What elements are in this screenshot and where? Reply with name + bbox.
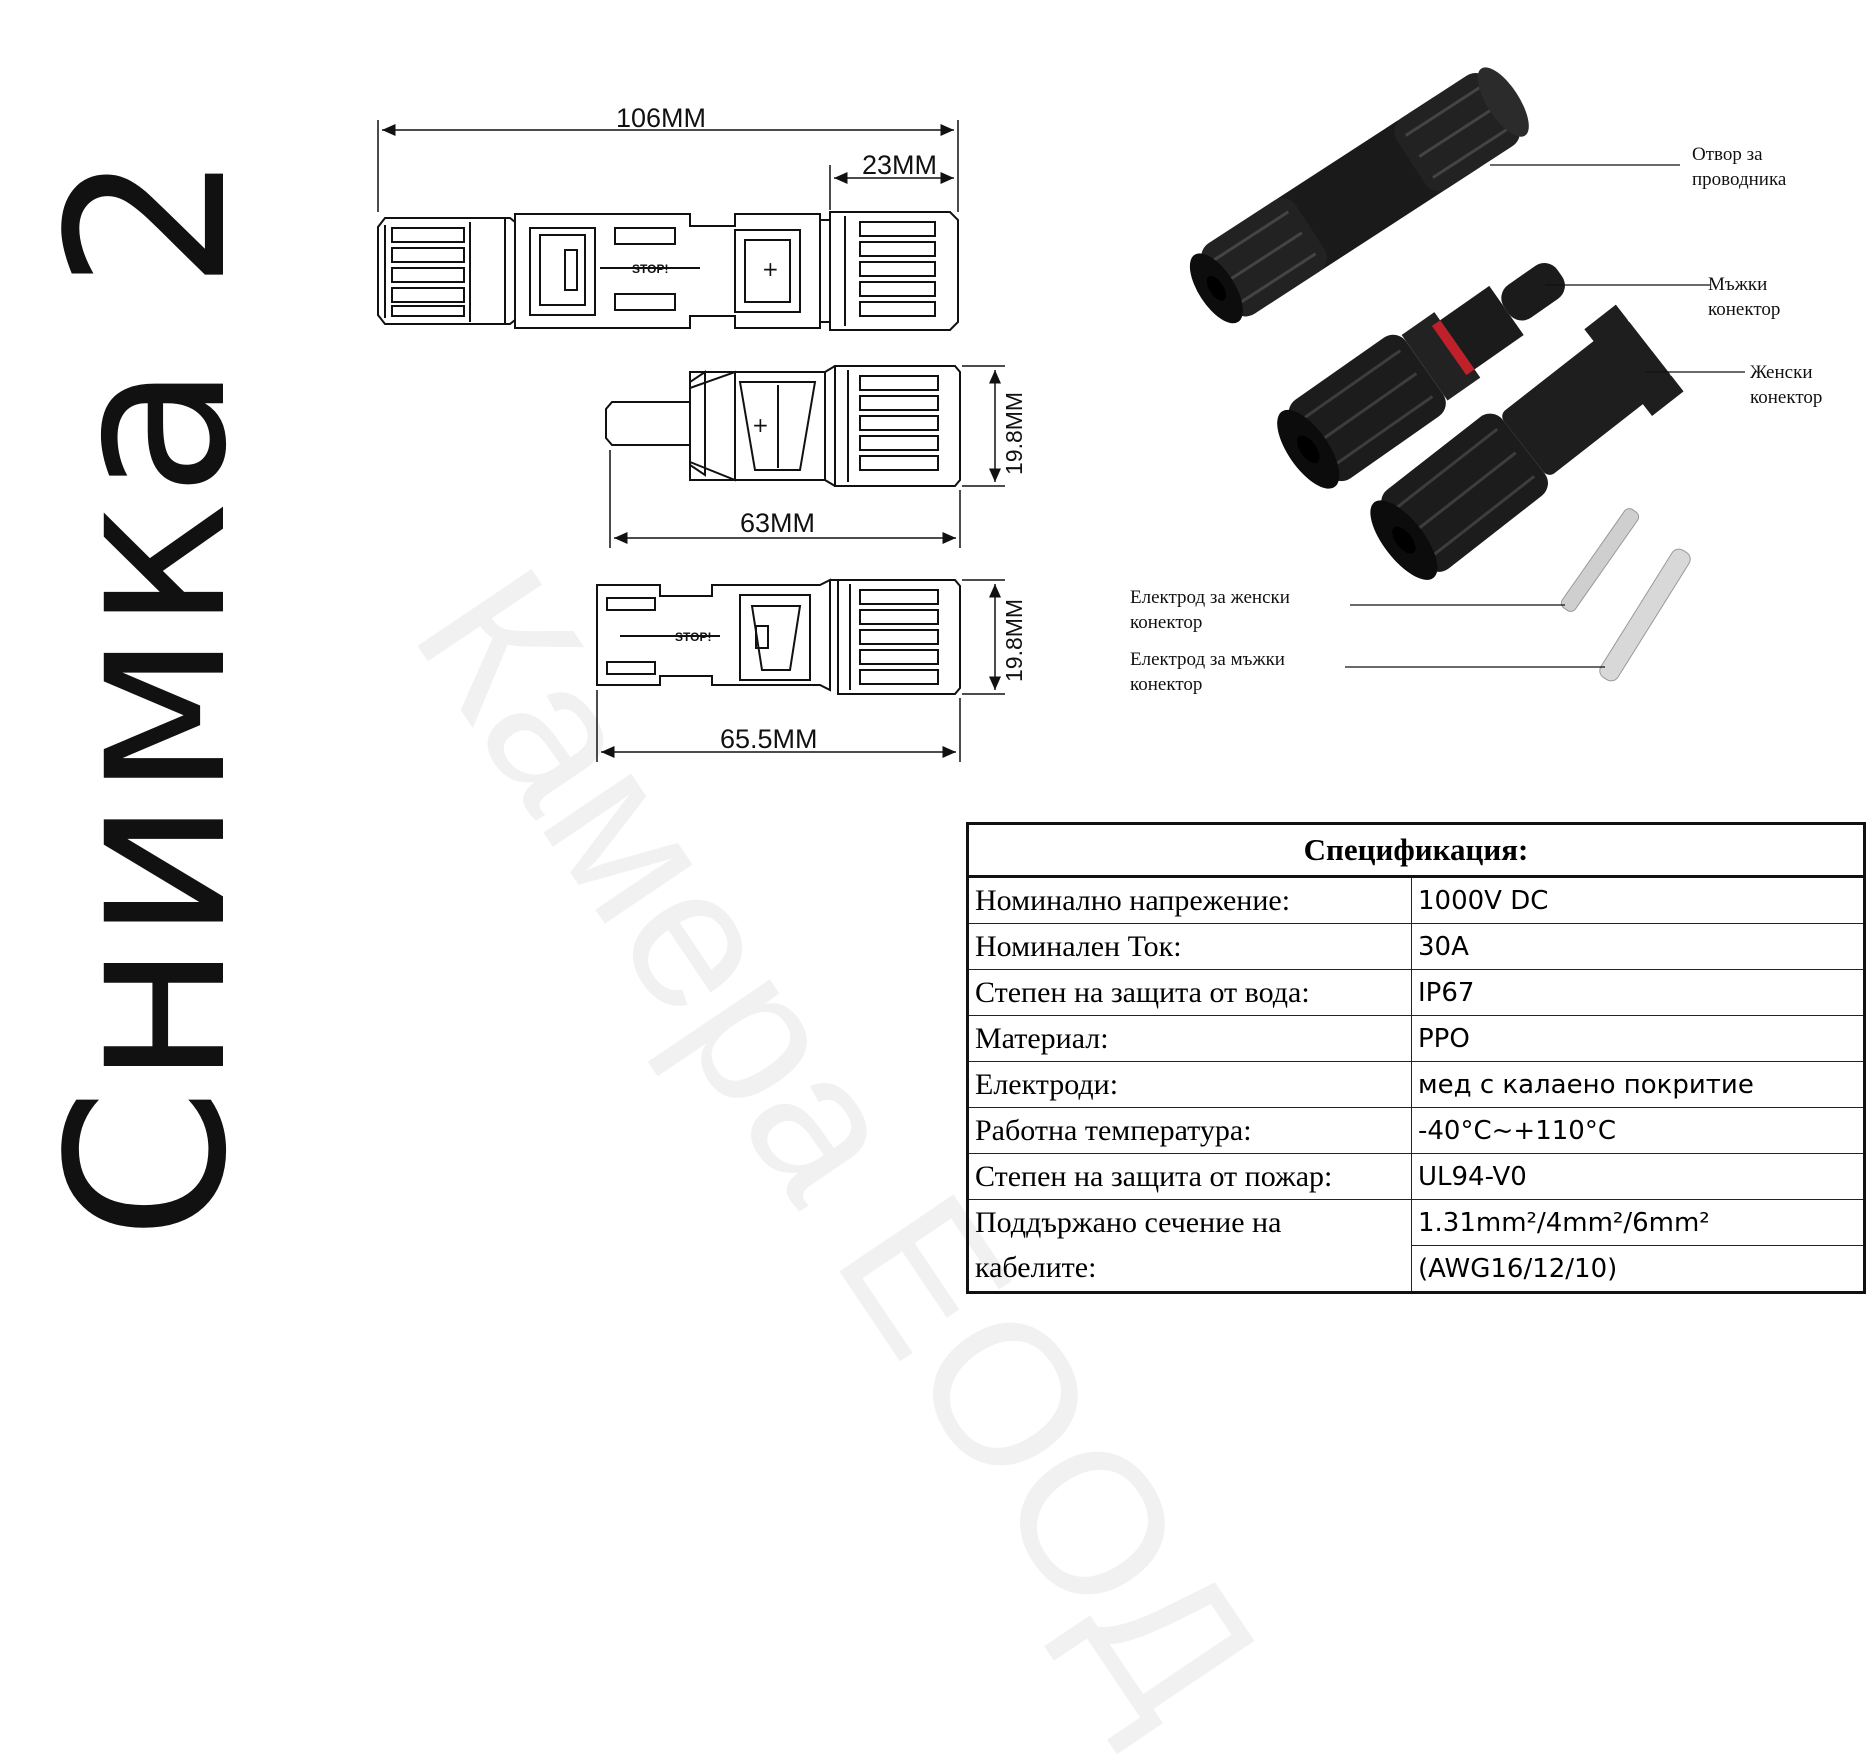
spec-label: Номинално напрежение: [967, 876, 1412, 924]
spec-table: Спецификация: Номинално напрежение: 1000… [966, 822, 1866, 1294]
callout-wire-hole: Отвор за проводника [1692, 142, 1786, 192]
spec-value: UL94-V0 [1411, 1153, 1865, 1200]
callout-leaders [1345, 164, 1745, 668]
table-row: кабелите: (AWG16/12/10) [967, 1245, 1865, 1293]
dimension-lines-female [596, 579, 1005, 762]
table-row: Степен на защита от пожар: UL94-V0 [967, 1153, 1865, 1200]
callout-female-connector: Женски конектор [1750, 360, 1822, 410]
plus-mark-top: + [762, 257, 779, 281]
spec-label: Електроди: [967, 1061, 1412, 1108]
dim-nut-length: 23MM [862, 150, 937, 180]
technical-drawing: STOP! + 106MM 23MM + 63MM 19.8 [377, 67, 1745, 762]
stop-label-female: STOP! [675, 630, 711, 644]
dim-female-diameter: 19.8MM [1001, 599, 1027, 682]
spec-value: IP67 [1411, 969, 1865, 1016]
callout-wire-hole-line1: Отвор за [1692, 144, 1763, 165]
callout-male-line1: Мъжки [1708, 274, 1768, 295]
dim-total-length: 106MM [616, 103, 706, 133]
spec-value: 30A [1411, 923, 1865, 970]
callout-male-electrode-line2: конектор [1130, 674, 1203, 695]
dim-female-length: 65.5MM [720, 724, 818, 754]
male-connector-drawing: + [605, 365, 961, 487]
stop-label-top: STOP! [632, 262, 668, 276]
spec-value: -40°C~+110°C [1411, 1107, 1865, 1154]
spec-value: мед с калаено покритие [1411, 1061, 1865, 1108]
table-row: Материал: PPO [967, 1015, 1865, 1062]
spec-label: Степен на защита от вода: [967, 969, 1412, 1016]
dim-male-length: 63MM [740, 508, 815, 538]
spec-label: Степен на защита от пожар: [967, 1153, 1412, 1200]
callout-female-electrode-line1: Електрод за женски [1130, 587, 1290, 608]
callout-wire-hole-line2: проводника [1692, 169, 1787, 190]
female-connector-drawing: STOP! [596, 578, 961, 695]
table-row: Номинално напрежение: 1000V DC [967, 876, 1865, 924]
callout-male-line2: конектор [1708, 299, 1781, 320]
table-row: Работна температура: -40°C~+110°C [967, 1107, 1865, 1154]
table-row: Номинален Ток: 30A [967, 923, 1865, 970]
spec-label: Поддържано сечение на [967, 1199, 1412, 1246]
dimension-lines-male [609, 365, 1005, 548]
spec-table-title: Спецификация: [967, 823, 1865, 878]
svg-text:+: + [752, 413, 769, 437]
spec-label: Работна температура: [967, 1107, 1412, 1154]
callout-male-electrode: Електрод за мъжки конектор [1130, 647, 1285, 697]
spec-label: Номинален Ток: [967, 923, 1412, 970]
callout-female-line2: конектор [1750, 387, 1823, 408]
callout-male-electrode-line1: Електрод за мъжки [1130, 649, 1285, 670]
connector-photo [1189, 67, 1691, 682]
callout-female-line1: Женски [1750, 362, 1813, 383]
callout-female-electrode: Електрод за женски конектор [1130, 585, 1290, 635]
table-row: Степен на защита от вода: IP67 [967, 969, 1865, 1016]
spec-value: PPO [1411, 1015, 1865, 1062]
dimension-lines-top [377, 120, 959, 212]
callout-female-electrode-line2: конектор [1130, 612, 1203, 633]
spec-table-header-row: Спецификация: [967, 823, 1865, 878]
spec-value: (AWG16/12/10) [1411, 1245, 1865, 1293]
spec-label: Материал: [967, 1015, 1412, 1062]
spec-label: кабелите: [967, 1245, 1412, 1293]
spec-value: 1.31mm²/4mm²/6mm² [1411, 1199, 1865, 1246]
assembled-connector-drawing: STOP! + [377, 211, 959, 331]
dim-male-diameter: 19.8MM [1001, 392, 1027, 475]
callout-male-connector: Мъжки конектор [1708, 272, 1780, 322]
table-row: Поддържано сечение на 1.31mm²/4mm²/6mm² [967, 1199, 1865, 1246]
spec-value: 1000V DC [1411, 876, 1865, 924]
table-row: Електроди: мед с калаено покритие [967, 1061, 1865, 1108]
